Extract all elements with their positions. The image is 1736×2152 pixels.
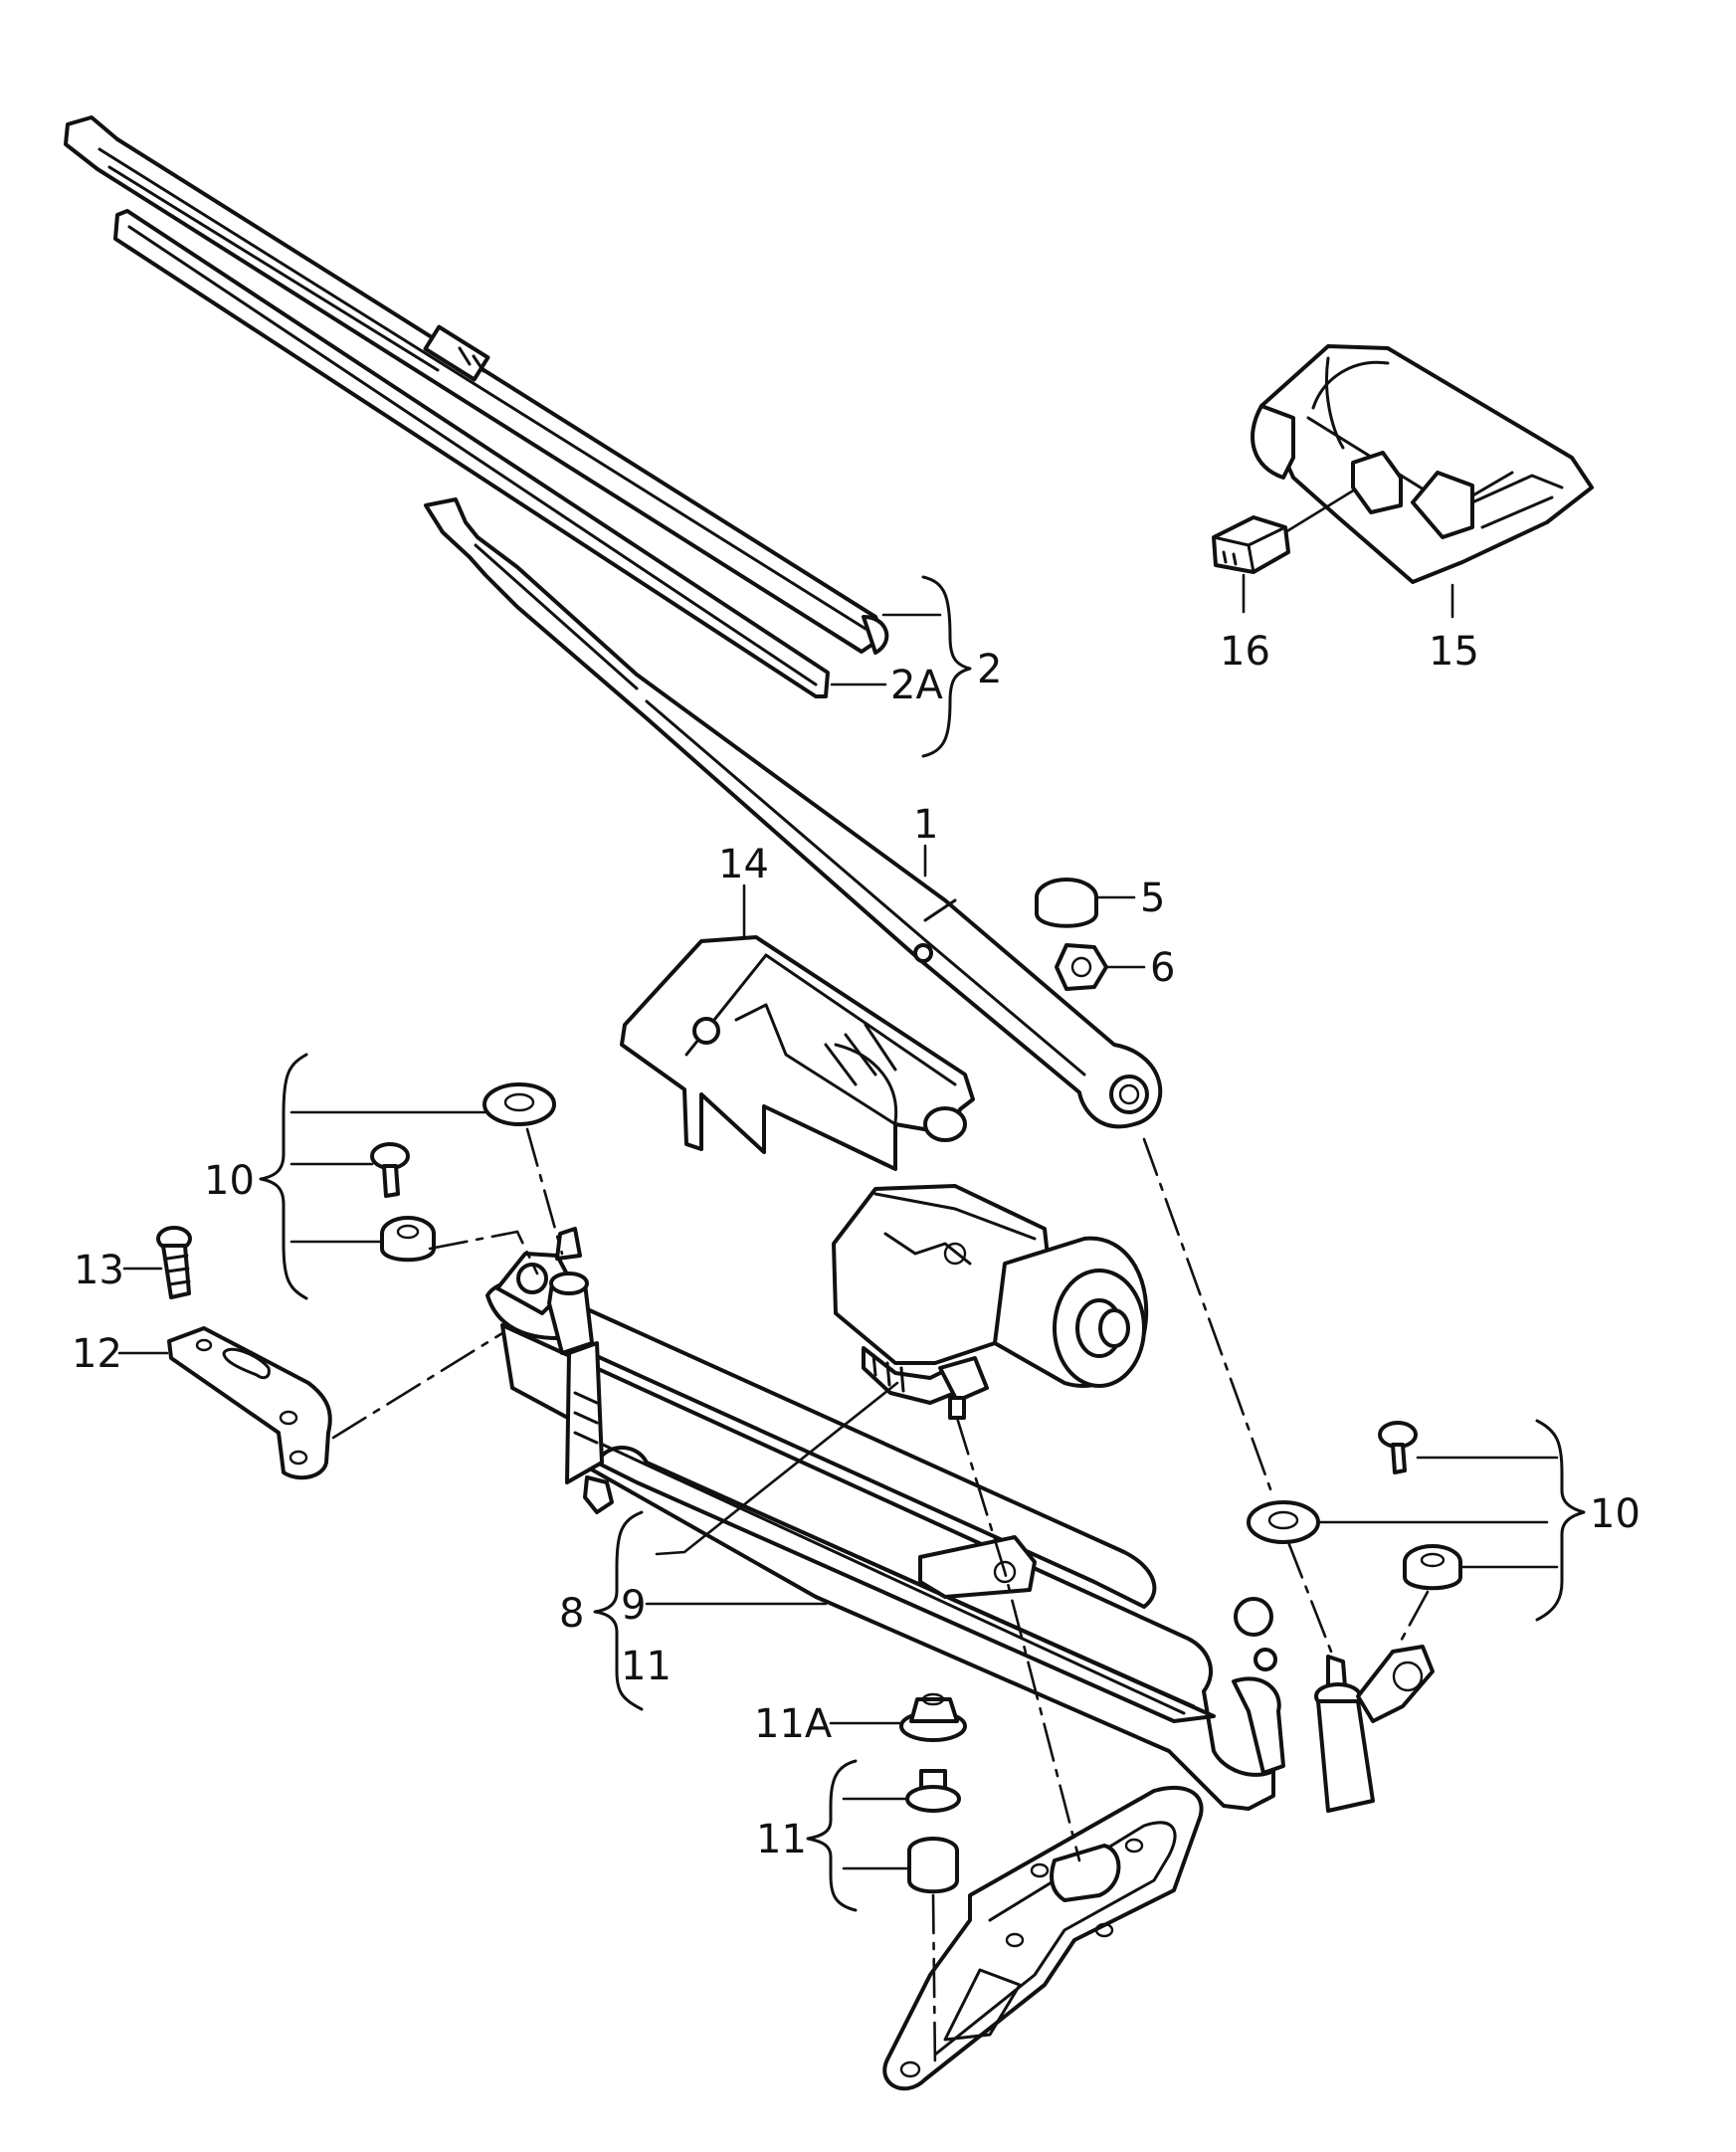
label-16: 16 xyxy=(1220,629,1270,675)
label-2a: 2A xyxy=(890,663,943,708)
bolt xyxy=(156,1226,192,1299)
assembly-line-washer-to-pivot xyxy=(1286,1540,1335,1659)
label-5: 5 xyxy=(1140,876,1165,921)
rubber-mount xyxy=(907,1837,959,1894)
assembly-line-grommet-right xyxy=(1396,1590,1430,1649)
brace-8 xyxy=(593,1510,644,1711)
label-11-bracket: 11 xyxy=(621,1644,672,1689)
wiper-rubber-insert xyxy=(113,209,830,698)
label-9: 9 xyxy=(621,1583,646,1629)
label-12: 12 xyxy=(72,1331,122,1377)
assembly-line-bracket xyxy=(331,1331,504,1440)
label-15: 15 xyxy=(1429,629,1479,675)
hex-nut xyxy=(1055,943,1108,991)
assembly-line-left-washer xyxy=(525,1127,564,1256)
leader-9-to-motor xyxy=(655,1381,899,1556)
support-plate xyxy=(882,1785,1204,2091)
label-10-right: 10 xyxy=(1590,1491,1640,1537)
control-unit xyxy=(1251,344,1594,584)
label-13: 13 xyxy=(74,1248,124,1293)
cover xyxy=(620,935,975,1171)
flange-nut xyxy=(899,1692,967,1742)
assembly-line-mount-to-plate xyxy=(931,1893,937,2071)
label-11a: 11A xyxy=(754,1701,833,1747)
right-washer xyxy=(1247,1500,1320,1544)
assembly-line-left-grommet xyxy=(428,1230,539,1275)
left-washer xyxy=(482,1082,556,1126)
label-1: 1 xyxy=(913,802,938,848)
plug-connector xyxy=(1212,515,1290,574)
leader-16-to-unit xyxy=(1283,488,1357,534)
label-8: 8 xyxy=(559,1591,584,1637)
brace-10-left xyxy=(259,1053,308,1300)
brace-10-right xyxy=(1535,1419,1586,1622)
right-screw xyxy=(1378,1421,1418,1474)
label-14: 14 xyxy=(718,842,769,887)
brace-2 xyxy=(921,575,972,758)
left-grommet xyxy=(380,1216,436,1263)
wiper-arm xyxy=(424,497,1163,1129)
right-grommet xyxy=(1403,1544,1462,1591)
assembly-line-arm-to-washer xyxy=(1142,1137,1275,1499)
brace-11 xyxy=(806,1759,858,1912)
assembly-line-motor-to-plate xyxy=(955,1416,1081,1862)
label-11-lower: 11 xyxy=(756,1817,807,1862)
wiper-blade xyxy=(64,115,889,655)
wiper-motor xyxy=(832,1184,1149,1420)
label-2: 2 xyxy=(977,647,1002,692)
label-10-left: 10 xyxy=(204,1158,255,1204)
bracket xyxy=(167,1326,332,1480)
cap xyxy=(1035,878,1098,928)
spacer-sleeve xyxy=(905,1769,961,1813)
label-6: 6 xyxy=(1150,945,1175,991)
left-screw xyxy=(370,1142,410,1198)
